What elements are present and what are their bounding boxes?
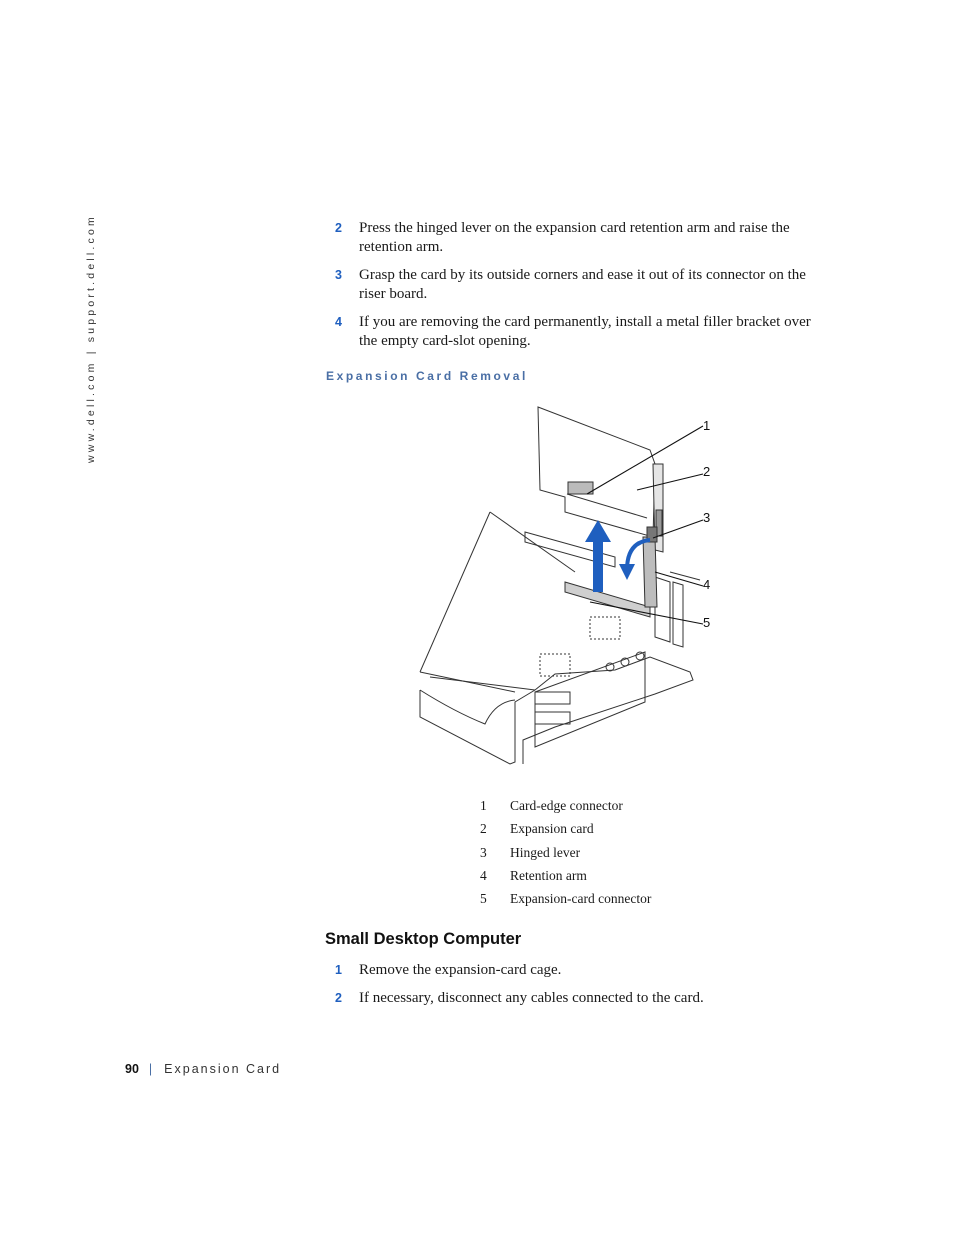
step-text: Remove the expansion-card cage. — [359, 962, 562, 978]
page-footer: 90 | Expansion Card — [125, 1062, 281, 1076]
step-text: If necessary, disconnect any cables conn… — [359, 990, 704, 1006]
illustration-drawing — [419, 406, 704, 765]
step-number: 4 — [335, 315, 342, 329]
callout-5: 5 — [703, 615, 711, 630]
legend-label: Hinged lever — [510, 844, 581, 860]
section-heading: Small Desktop Computer — [325, 930, 522, 948]
footer-separator: | — [148, 1062, 153, 1076]
figure-caption: Expansion Card Removal — [326, 369, 528, 383]
legend-number: 4 — [480, 867, 487, 883]
step-text: Press the hinged lever on the expansion … — [359, 220, 790, 255]
chapter-title: Expansion Card — [164, 1062, 282, 1076]
page-number: 90 — [125, 1062, 139, 1076]
step-item: 1 Remove the expansion-card cage. — [335, 961, 815, 980]
step-number: 3 — [335, 268, 342, 282]
small-desktop-steps: 1 Remove the expansion-card cage. 2 If n… — [335, 961, 815, 1017]
step-number: 2 — [335, 991, 342, 1005]
legend-label: Expansion-card connector — [510, 891, 652, 907]
step-text: Grasp the card by its outside corners an… — [359, 267, 806, 302]
step-item: 3 Grasp the card by its outside corners … — [335, 266, 815, 304]
legend-label: Expansion card — [510, 821, 594, 837]
sidebar-url: www.dell.com | support.dell.com — [85, 214, 97, 463]
callout-1: 1 — [703, 418, 711, 433]
legend-number: 1 — [480, 798, 487, 813]
expansion-card-illustration: 1 2 3 4 5 — [415, 402, 715, 772]
legend-label: Card-edge connector — [510, 798, 623, 813]
step-number: 2 — [335, 221, 342, 235]
callout-2: 2 — [703, 464, 711, 479]
legend-number: 2 — [480, 821, 487, 837]
legend-number: 5 — [480, 891, 487, 907]
callout-3: 3 — [703, 510, 711, 525]
legend-number: 3 — [480, 844, 487, 860]
removal-steps: 2 Press the hinged lever on the expansio… — [335, 219, 815, 360]
step-item: 4 If you are removing the card permanent… — [335, 313, 815, 351]
step-number: 1 — [335, 963, 342, 977]
callout-4: 4 — [703, 577, 711, 592]
step-text: If you are removing the card permanently… — [359, 314, 811, 349]
legend-label: Retention arm — [510, 867, 587, 883]
step-item: 2 Press the hinged lever on the expansio… — [335, 219, 815, 257]
step-item: 2 If necessary, disconnect any cables co… — [335, 989, 815, 1008]
